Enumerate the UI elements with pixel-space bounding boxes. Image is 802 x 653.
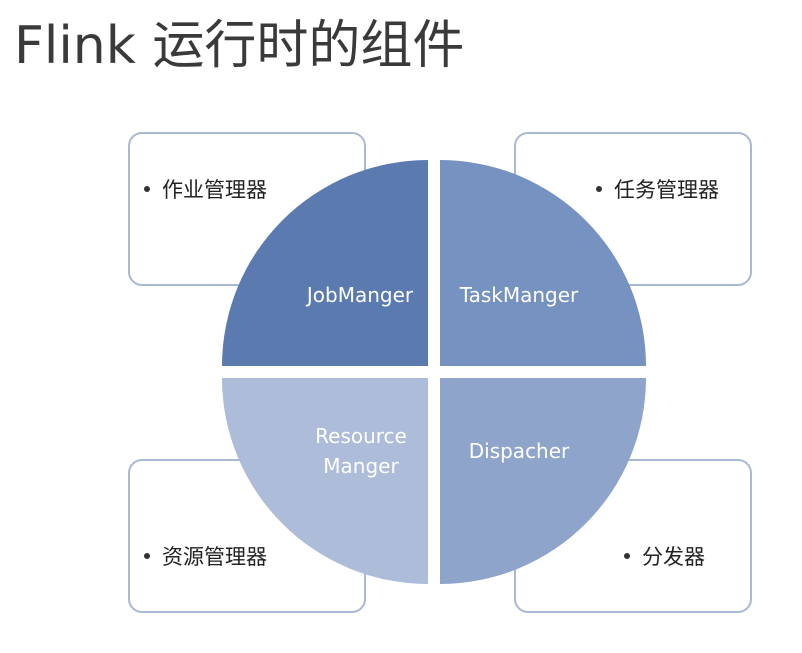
note-item-dispatcher: 分发器: [624, 541, 705, 571]
note-text-dispatcher: 分发器: [642, 545, 705, 569]
quadrant-resourcemanager: [222, 378, 428, 584]
quadrant-taskmanager: [440, 160, 646, 366]
label-jobmanager: JobManger: [306, 283, 414, 307]
label-resourcemanager-line1: Resource: [315, 424, 407, 448]
bullet-icon: [624, 553, 630, 559]
label-taskmanager: TaskManger: [459, 283, 579, 307]
label-dispatcher: Dispacher: [468, 439, 570, 463]
bullet-icon: [144, 186, 150, 192]
label-resourcemanager-line2: Manger: [323, 454, 399, 478]
quadrant-jobmanager: [222, 160, 428, 366]
note-text-jobmanager: 作业管理器: [162, 178, 267, 202]
slide-title: Flink 运行时的组件: [14, 16, 465, 76]
quadrant-dispatcher: [440, 378, 646, 584]
note-text-resourcemanager: 资源管理器: [162, 545, 267, 569]
bullet-icon: [596, 186, 602, 192]
bullet-icon: [144, 553, 150, 559]
note-text-taskmanager: 任务管理器: [614, 178, 719, 202]
label-resourcemanager: Resource Manger: [296, 421, 426, 481]
note-item-jobmanager: 作业管理器: [144, 174, 267, 204]
note-item-resourcemanager: 资源管理器: [144, 541, 267, 571]
note-item-taskmanager: 任务管理器: [596, 174, 719, 204]
